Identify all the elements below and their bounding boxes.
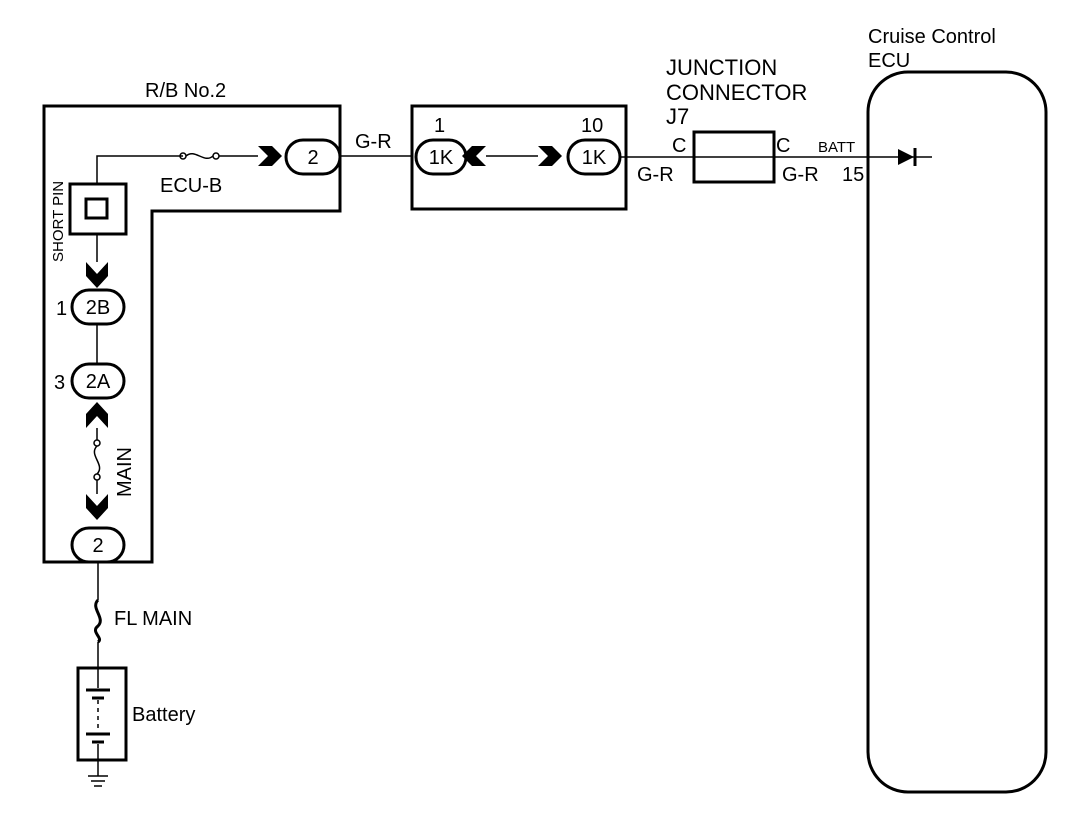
connector-2b-pin: 1 (56, 298, 67, 320)
chevron-left-icon (462, 146, 486, 166)
fl-main-fuse (94, 598, 102, 644)
connector-2a-pin: 3 (54, 372, 65, 394)
chevron-up-icon (86, 402, 108, 428)
j7-title-line1: JUNCTION (666, 55, 777, 80)
j7-pin-left: C (672, 135, 686, 157)
chevron-right-icon (538, 146, 562, 166)
wire-color-label: G-R (637, 164, 674, 186)
short-pin-label: SHORT PIN (50, 181, 67, 262)
main-fuse (93, 439, 101, 481)
battery-frame (76, 666, 128, 762)
junction-connector-j7: JUNCTION CONNECTOR J7 C C (666, 55, 807, 184)
connector-1k-left-label: 1K (429, 147, 454, 169)
relay-block-no2: R/B No.2 SHORT PIN ECU-B 2 2B 1 2A 3 (42, 80, 342, 564)
short-pin-outer (68, 182, 128, 236)
junction-block: 1 10 1K 1K (410, 104, 628, 211)
j7-title-line2: CONNECTOR (666, 80, 807, 105)
chevron-down-icon (86, 494, 108, 520)
connector-2b (70, 288, 126, 326)
chevron-down-icon (86, 262, 108, 288)
connector-bottom-2-label: 2 (92, 535, 103, 557)
ecu-title-line1: Cruise Control (868, 26, 996, 48)
connector-1k-right-label: 1K (582, 147, 607, 169)
main-fuse-label: MAIN (114, 447, 136, 497)
fl-main-label: FL MAIN (114, 608, 192, 630)
chevron-right-icon (258, 146, 282, 166)
ecu-body (866, 70, 1048, 794)
wire-color-label: G-R (355, 131, 392, 153)
j7-pin-right: C (776, 135, 790, 157)
short-pin-inner (84, 197, 109, 220)
ecu-b-fuse-label: ECU-B (160, 175, 222, 197)
ecu-terminal-pin: 15 (842, 164, 864, 186)
battery-label: Battery (132, 704, 195, 726)
jb-pin-left: 1 (434, 115, 445, 137)
jb-pin-right: 10 (581, 115, 603, 137)
diode-icon (898, 148, 917, 166)
j7-id: J7 (666, 104, 689, 129)
ground-icon (88, 760, 108, 787)
connector-2a-label: 2A (86, 371, 111, 393)
connector-2b-label: 2B (86, 297, 110, 319)
relay-block-title: R/B No.2 (145, 80, 226, 102)
ecu-terminal-name: BATT (818, 139, 855, 156)
wire-color-label: G-R (782, 164, 819, 186)
connector-top-2-label: 2 (307, 147, 318, 169)
ecu-title-line2: ECU (868, 50, 910, 72)
ecu-b-fuse (179, 152, 220, 160)
cruise-control-ecu: Cruise Control ECU BATT 15 (818, 26, 1048, 794)
battery: Battery (76, 666, 195, 762)
connector-top-2 (284, 138, 342, 176)
connector-2a (70, 362, 126, 400)
